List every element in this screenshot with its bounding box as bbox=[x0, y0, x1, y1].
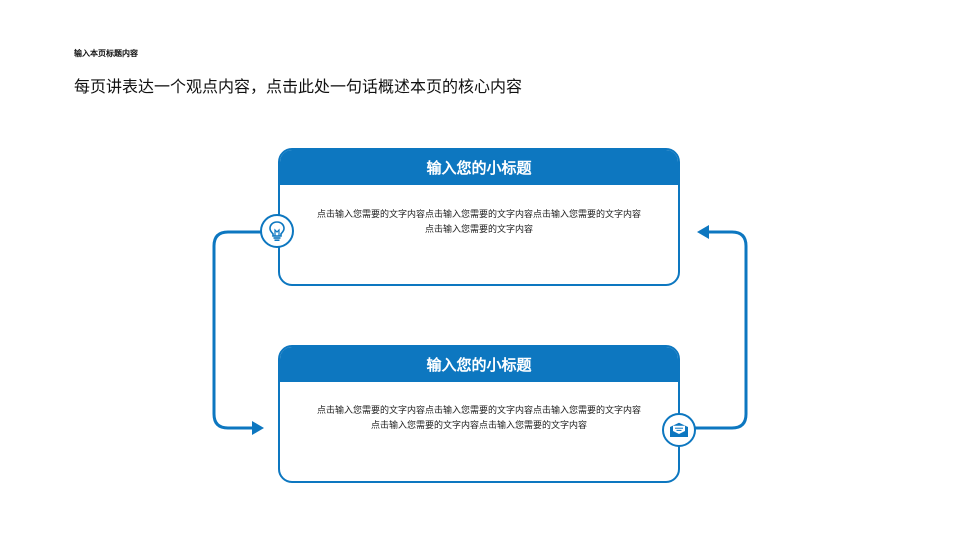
page-subtitle: 每页讲表达一个观点内容，点击此处一句话概述本页的核心内容 bbox=[74, 77, 523, 96]
right-arrowhead-icon bbox=[697, 225, 709, 239]
mail-icon bbox=[662, 413, 696, 447]
card-bottom: 输入您的小标题 点击输入您需要的文字内容点击输入您需要的文字内容点击输入您需要的… bbox=[278, 345, 680, 483]
lightbulb-icon bbox=[260, 214, 294, 248]
card-top-body-line: 点击输入您需要的文字内容点击输入您需要的文字内容点击输入您需要的文字内容 bbox=[316, 210, 641, 220]
card-bottom-title: 输入您的小标题 bbox=[280, 347, 678, 382]
card-top-body: 点击输入您需要的文字内容点击输入您需要的文字内容点击输入您需要的文字内容 点击输… bbox=[280, 208, 678, 238]
card-bottom-body-line: 点击输入您需要的文字内容点击输入您需要的文字内容 bbox=[370, 421, 587, 431]
card-top-title: 输入您的小标题 bbox=[280, 150, 678, 185]
card-bottom-body: 点击输入您需要的文字内容点击输入您需要的文字内容点击输入您需要的文字内容 点击输… bbox=[280, 404, 678, 434]
right-connector-line bbox=[692, 230, 748, 430]
card-bottom-body-line: 点击输入您需要的文字内容点击输入您需要的文字内容点击输入您需要的文字内容 bbox=[316, 406, 641, 416]
card-top-body-line: 点击输入您需要的文字内容 bbox=[424, 225, 533, 235]
left-connector-line bbox=[212, 230, 264, 430]
card-top: 输入您的小标题 点击输入您需要的文字内容点击输入您需要的文字内容点击输入您需要的… bbox=[278, 148, 680, 286]
left-arrowhead-icon bbox=[252, 421, 264, 435]
page-title: 输入本页标题内容 bbox=[74, 49, 138, 58]
